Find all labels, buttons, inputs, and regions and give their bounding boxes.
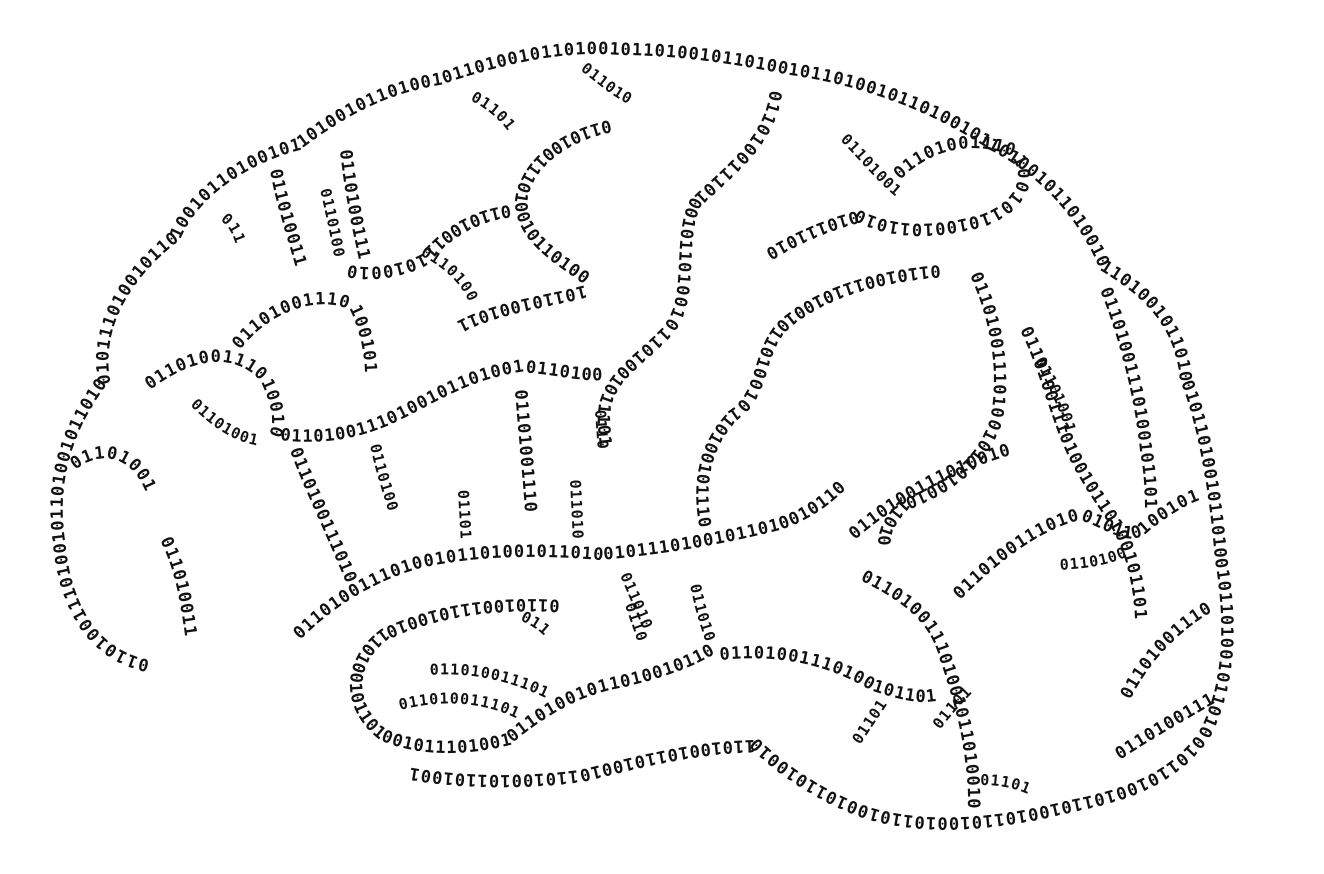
binary-line-frontal8: 0110100111010010110100101101001011101001… <box>0 0 249 246</box>
binary-line-occipital1: 0110100111010010110100101101001011101001… <box>0 0 982 810</box>
binary-line-sylvian: 0110100111010010110100101101001011101001… <box>0 0 851 643</box>
binary-line-temporal3: 0110100111010010110100101101001011101001… <box>0 0 552 702</box>
binary-line-central: 0110100111010010110100101101001011101001… <box>0 0 785 448</box>
binary-line-inffrontal1: 0110100111010010110100101101001011101001… <box>0 0 380 374</box>
binary-line-frontal9: 0110100111010010110100101101001011101001… <box>0 0 519 134</box>
binary-line-inffrontal2: 0110100111010010110100101101001011101001… <box>0 0 287 440</box>
binary-line-inffrontal5: 0110100111010010110100101101001011101001… <box>0 0 200 638</box>
binary-contour-lines: 0110100111010010110100101101001011101001… <box>0 0 1235 832</box>
binary-line-frontal3: 0110100111010010110100101101001011101001… <box>0 0 512 282</box>
binary-line-frontal7: 0110100111010010110100101101001011101001… <box>0 0 310 269</box>
